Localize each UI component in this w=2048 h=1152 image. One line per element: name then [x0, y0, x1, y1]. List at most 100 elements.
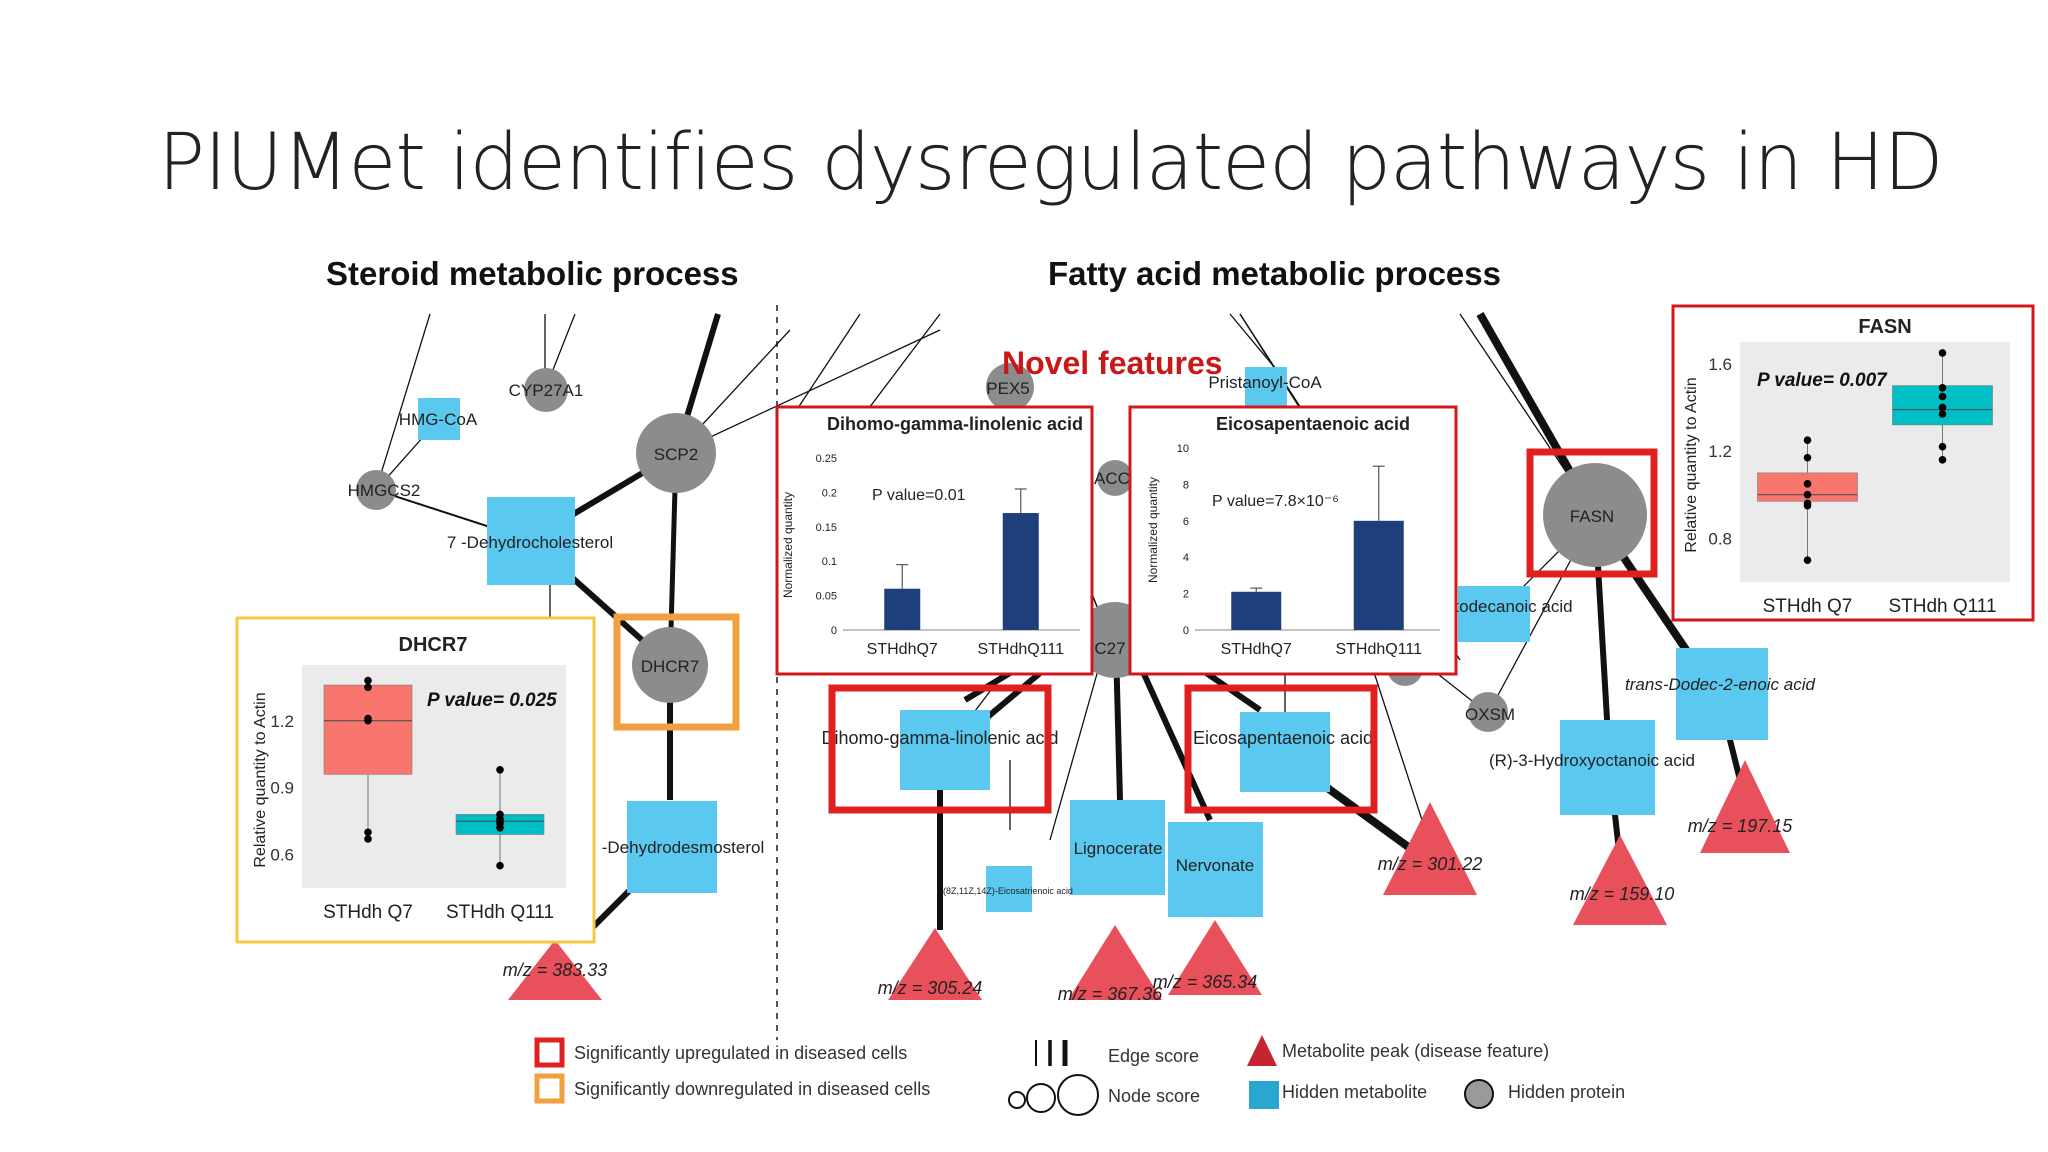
chart1-ytick: 0.25 — [816, 453, 837, 465]
protein-label-cyp27a1: CYP27A1 — [509, 381, 584, 400]
legend-upregulated-label: Significantly upregulated in diseased ce… — [574, 1043, 907, 1063]
upregulated-highlight-eicosapentaenoic — [1184, 684, 1378, 814]
peak-label-197: m/z = 197.15 — [1688, 816, 1794, 836]
chart3-ytick: 0.9 — [270, 779, 294, 798]
metabolite-label-oxodecanoic: Oxodecanoic acid — [1437, 597, 1572, 616]
chart1-ytick: 0.1 — [822, 556, 837, 568]
chart4-point — [1938, 456, 1947, 464]
peak-label-305: m/z = 305.24 — [878, 978, 983, 998]
chart3-point — [364, 683, 372, 692]
legend-protein-icon — [1464, 1079, 1494, 1109]
metabolite-node-hmg-coa — [418, 398, 460, 440]
protein-label-fasn: FASN — [1570, 507, 1614, 526]
peak-node-383 — [508, 940, 602, 1000]
metabolite-node-dihomo — [900, 710, 990, 790]
chart3-point — [496, 823, 504, 832]
protein-node-acc — [1097, 460, 1133, 496]
metabolite-label-hydroxyoctanoic: (R)-3-Hydroxyoctanoic acid — [1489, 751, 1695, 770]
legend-peak-label: Metabolite peak (disease feature) — [1282, 1041, 1549, 1061]
peak-nodes — [508, 760, 1790, 1000]
chart2-annotation: P value=7.8×10⁻⁶ — [1212, 493, 1339, 510]
metabolite-label-dihomo: Dihomo-gamma-linolenic acid — [821, 728, 1058, 748]
chart1-bar — [1002, 513, 1039, 630]
peak-node-197 — [1700, 760, 1790, 853]
left-section-title: Steroid metabolic process — [326, 255, 739, 292]
chart3-box — [323, 684, 413, 775]
chart3-title: DHCR7 — [399, 634, 468, 656]
chart3-xtick: STHdh Q7 — [323, 902, 413, 923]
chart4-point — [1938, 442, 1947, 451]
legend-peak-icon — [1247, 1035, 1277, 1066]
legend-edge-score-label: Edge score — [1108, 1046, 1199, 1066]
chart2-ytick: 0 — [1183, 625, 1189, 637]
protein-label-scp2: SCP2 — [654, 445, 698, 464]
peak-node-159 — [1573, 835, 1667, 925]
chart3-point — [364, 828, 372, 837]
chart4-point — [1938, 410, 1947, 418]
metabolite-label-pristanoyl-coa: Pristanoyl-CoA — [1208, 373, 1322, 392]
right-section-title: Fatty acid metabolic process — [1048, 255, 1501, 292]
chart2-ytick: 10 — [1177, 443, 1189, 455]
chart4-annotation: P value= 0.007 — [1757, 370, 1888, 391]
metabolite-label-nervonate: Nervonate — [1176, 856, 1254, 875]
metabolite-node-oxodecanoic — [1458, 586, 1530, 642]
chart4-point — [1803, 556, 1812, 564]
peak-label-365: m/z = 365.34 — [1153, 972, 1258, 992]
chart4-ytick: 0.8 — [1708, 529, 1732, 548]
peak-label-159: m/z = 159.10 — [1570, 884, 1675, 904]
protein-node-scp2 — [636, 413, 716, 493]
slide-title: PIUMet identifies dysregulated pathways … — [158, 118, 1944, 208]
metabolite-node-nervonate — [1168, 822, 1263, 917]
downregulated-highlight-dhcr7 — [613, 613, 740, 731]
metabolite-node-pristanoyl-coa — [1245, 367, 1287, 407]
inset-dhcr7-chart: DHCR7 Relative quantity to Actin P value… — [235, 616, 596, 944]
metabolite-node-hydroxyoctanoic — [1560, 720, 1655, 815]
chart2-bar — [1353, 520, 1404, 630]
legend-downregulated-label: Significantly downregulated in diseased … — [574, 1079, 930, 1099]
protein-label-pex5: PEX5 — [986, 379, 1029, 398]
chart4-point — [1803, 480, 1812, 488]
chart4-point — [1938, 403, 1947, 412]
protein-label-c27: C27 — [1094, 639, 1125, 658]
metabolite-node-7-dehydrocholesterol — [487, 497, 575, 585]
legend-upregulated-swatch — [534, 1037, 565, 1068]
protein-node-fasn — [1543, 463, 1647, 567]
legend-edge-score-icon — [1035, 1040, 1068, 1066]
chart4-ylabel: Relative quantity to Actin — [1683, 377, 1700, 552]
chart1-annotation: P value=0.01 — [872, 487, 966, 504]
chart3-point — [496, 861, 504, 870]
legend-metabolite-label: Hidden metabolite — [1282, 1082, 1427, 1102]
chart1-ylabel: Normalized quantity — [781, 492, 795, 598]
inset-eicosapentaenoic-chart: Eicosapentaenoic acid Normalized quantit… — [1128, 405, 1458, 676]
chart3-point — [364, 716, 372, 725]
metabolite-node-eicosapentaenoic — [1240, 712, 1330, 792]
peak-label-383: m/z = 383.33 — [503, 960, 608, 980]
chart4-title: FASN — [1858, 316, 1911, 338]
chart3-ylabel: Relative quantity to Actin — [252, 692, 269, 867]
highlight-boxes — [613, 448, 1658, 814]
inset-dihomo-chart: Dihomo-gamma-linolenic acid Normalized q… — [775, 405, 1094, 676]
metabolite-label-lignocerate: Lignocerate — [1074, 839, 1163, 858]
chart4-point — [1803, 490, 1812, 499]
chart1-ytick: 0.05 — [816, 591, 837, 603]
chart2-title: Eicosapentaenoic acid — [1216, 414, 1410, 434]
peak-node-305 — [888, 928, 982, 1000]
legend-metabolite-icon — [1249, 1081, 1279, 1109]
peak-label-367: m/z = 367.36 — [1058, 984, 1164, 1004]
chart4-xtick: STHdh Q7 — [1763, 596, 1853, 617]
legend-node-score-label: Node score — [1108, 1086, 1200, 1106]
protein-node-pex5 — [986, 363, 1034, 411]
chart3-ytick: 0.6 — [270, 846, 294, 865]
chart2-ylabel: Normalized quantity — [1146, 477, 1160, 583]
protein-node-dhcr7 — [632, 627, 708, 703]
chart2-ytick: 4 — [1183, 552, 1189, 564]
chart3-point — [496, 766, 504, 774]
chart3-point — [364, 676, 372, 685]
chart2-xtick: STHdhQ111 — [1335, 641, 1422, 658]
chart2-ytick: 8 — [1183, 479, 1189, 491]
metabolite-label-hmg-coa: HMG-CoA — [399, 410, 478, 429]
chart3-annotation: P value= 0.025 — [427, 690, 557, 711]
metabolite-label-dodec: trans-Dodec-2-enoic acid — [1625, 675, 1815, 694]
protein-label-acc: ACC — [1094, 469, 1130, 488]
